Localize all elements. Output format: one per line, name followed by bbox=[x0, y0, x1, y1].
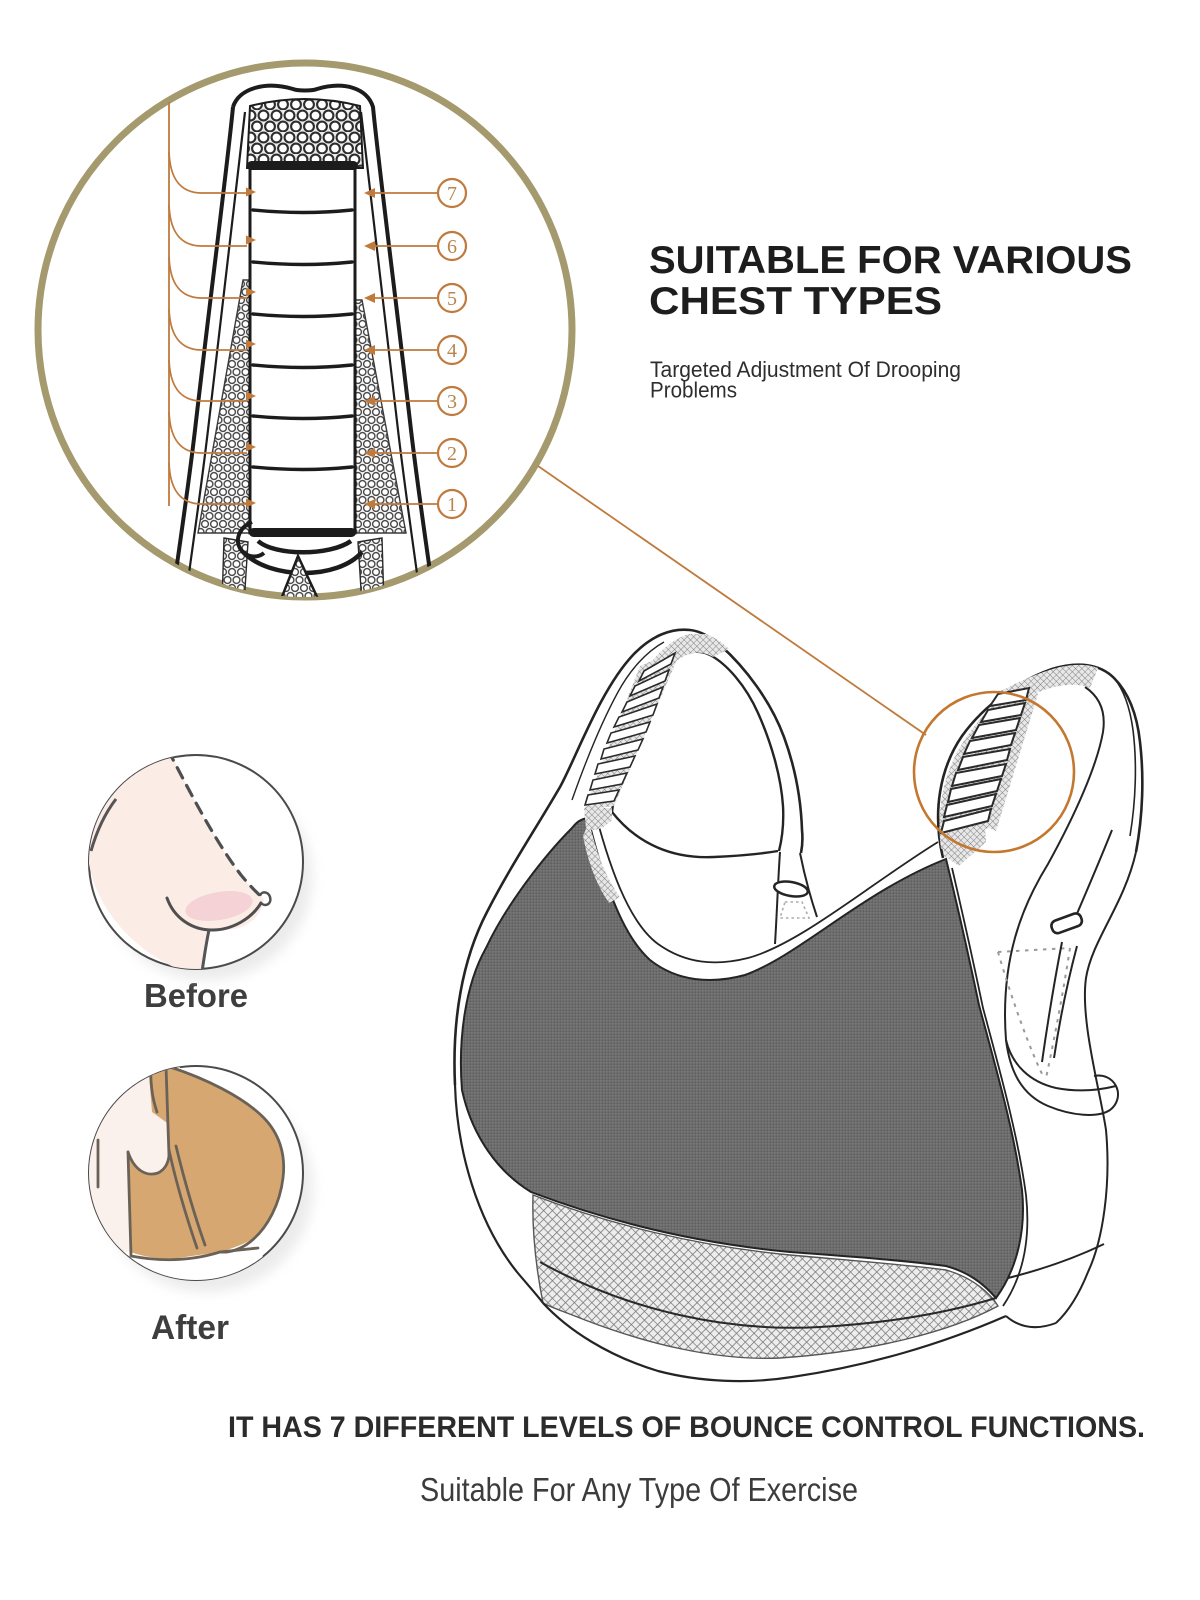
svg-text:1: 1 bbox=[447, 494, 457, 516]
svg-text:7: 7 bbox=[447, 183, 457, 205]
svg-text:Before: Before bbox=[144, 977, 248, 1014]
svg-text:After: After bbox=[151, 1309, 229, 1347]
svg-text:IT HAS 7 DIFFERENT LEVELS OF B: IT HAS 7 DIFFERENT LEVELS OF BOUNCE CONT… bbox=[228, 1411, 1145, 1444]
svg-text:SUITABLE FOR VARIOUS: SUITABLE FOR VARIOUS bbox=[649, 239, 1132, 282]
svg-text:Targeted Adjustment Of Droopin: Targeted Adjustment Of Drooping bbox=[650, 357, 961, 382]
svg-text:6: 6 bbox=[447, 236, 457, 258]
svg-text:5: 5 bbox=[447, 288, 457, 310]
svg-text:4: 4 bbox=[447, 340, 457, 362]
svg-text:2: 2 bbox=[447, 443, 457, 465]
svg-text:Problems: Problems bbox=[650, 378, 737, 403]
svg-text:3: 3 bbox=[447, 391, 457, 413]
svg-text:Suitable For Any Type Of Exerc: Suitable For Any Type Of Exercise bbox=[420, 1472, 858, 1509]
svg-text:CHEST TYPES: CHEST TYPES bbox=[649, 280, 942, 323]
